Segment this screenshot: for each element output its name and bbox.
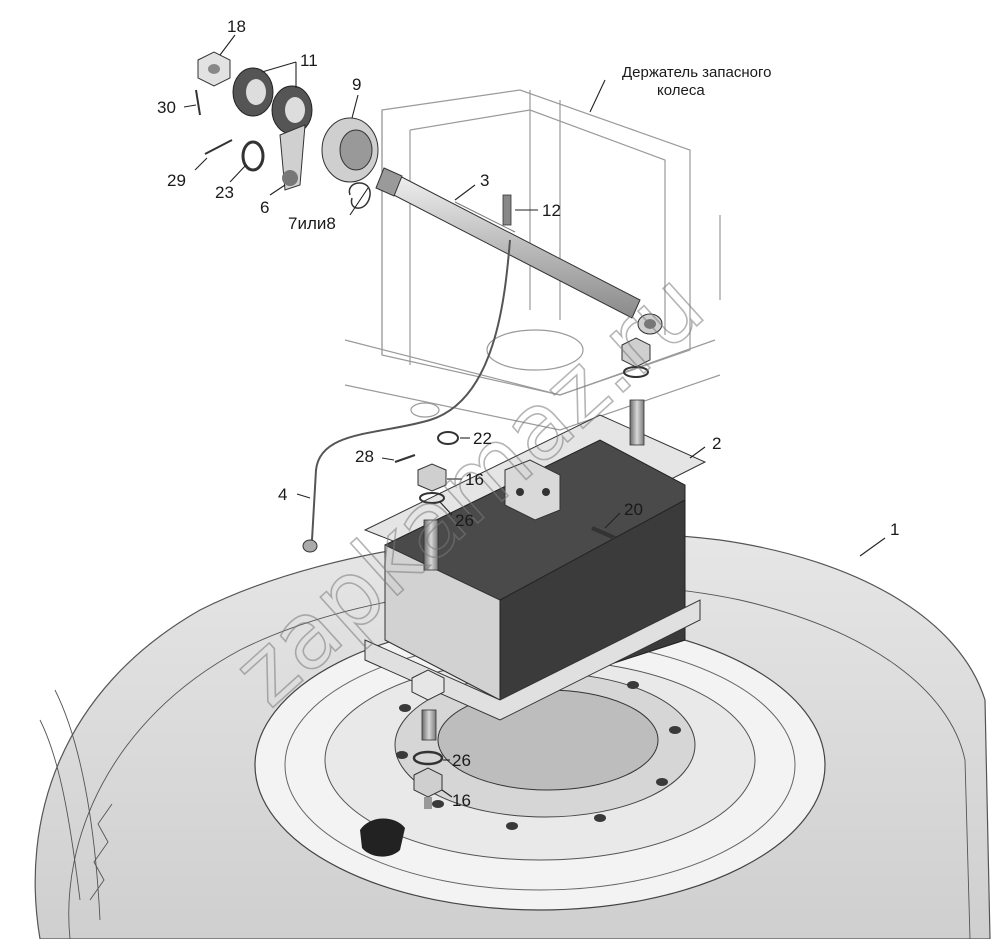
holder-caption-line2: колеса	[657, 82, 705, 99]
callout-23: 23	[215, 183, 234, 202]
callout-30: 30	[157, 98, 176, 117]
holder-caption-line1: Держатель запасного	[622, 64, 771, 81]
studs-and-nuts	[411, 337, 651, 809]
callout-26-bottom: 26	[452, 751, 471, 770]
part-28-pin	[394, 454, 416, 463]
spare-wheel-holder-frame	[344, 89, 721, 431]
part-12-clip	[502, 194, 512, 226]
exploded-parts-group	[195, 51, 379, 209]
callout-12: 12	[542, 201, 561, 220]
callout-1: 1	[890, 520, 899, 539]
callout-28: 28	[355, 447, 374, 466]
holder-shaft	[375, 167, 663, 335]
callout-18: 18	[227, 17, 246, 36]
callout-11: 11	[300, 51, 318, 70]
callout-6: 6	[260, 198, 269, 217]
callout-16-top: 16	[465, 470, 484, 489]
part-2-bracket	[363, 414, 707, 721]
callout-3: 3	[480, 171, 489, 190]
part-22-ring	[437, 431, 459, 445]
callout-2: 2	[712, 434, 721, 453]
callout-7or8: 7или8	[288, 214, 336, 233]
callout-22: 22	[473, 429, 492, 448]
callout-9: 9	[352, 75, 361, 94]
callout-16-bottom: 16	[452, 791, 471, 810]
callout-26-top: 26	[455, 511, 474, 530]
part-4-cable	[302, 239, 511, 553]
callout-4: 4	[278, 485, 287, 504]
callout-29: 29	[167, 171, 186, 190]
leader-lines	[183, 34, 886, 798]
callout-20: 20	[624, 500, 643, 519]
